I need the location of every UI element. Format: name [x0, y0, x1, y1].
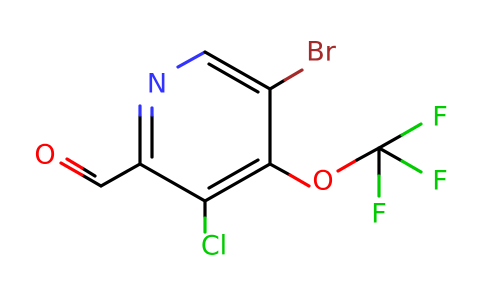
atom-label-f3: F — [371, 199, 387, 230]
bond-o-cf3-colored — [336, 158, 359, 173]
atom-label-f1: F — [432, 102, 448, 133]
atom-label-o-ether: O — [312, 166, 333, 197]
bond-c6-c5 — [203, 50, 272, 91]
bond-c5-br-colored — [283, 68, 304, 82]
bond-c4-o — [268, 162, 292, 177]
bond-cf3-f2-colored — [400, 159, 423, 174]
atom-label-n: N — [147, 69, 167, 100]
bond-cho-o — [80, 173, 103, 188]
bond-cho-o-colored — [59, 161, 84, 177]
bond-cf3-f1-colored — [400, 122, 423, 137]
atom-label-br: Br — [306, 37, 337, 68]
bond-n-c6 — [176, 50, 207, 69]
bond-c4-o-colored — [288, 173, 311, 188]
bond-c6-c5-double — [207, 62, 260, 94]
bond-c4-c3-double — [207, 158, 260, 190]
atom-labels: N Br O O Cl F F F — [34, 37, 447, 262]
bond-c3-c2 — [138, 162, 207, 203]
bond-c5-br — [268, 78, 287, 91]
substituent-bonds — [59, 68, 423, 234]
atom-label-cl: Cl — [201, 231, 227, 262]
bond-o-cf3 — [355, 146, 381, 162]
bond-c4-c3 — [203, 162, 272, 203]
bond-c2-cho — [99, 162, 142, 188]
atom-label-o-aldehyde: O — [34, 140, 55, 171]
bond-cf3-f2 — [377, 146, 404, 163]
ring-bonds — [138, 50, 272, 203]
bond-cho-o-double — [80, 166, 97, 178]
bond-cho-o-double-colored — [65, 157, 84, 170]
bond-cf3-f1 — [377, 133, 404, 150]
atom-label-f2: F — [432, 166, 448, 197]
